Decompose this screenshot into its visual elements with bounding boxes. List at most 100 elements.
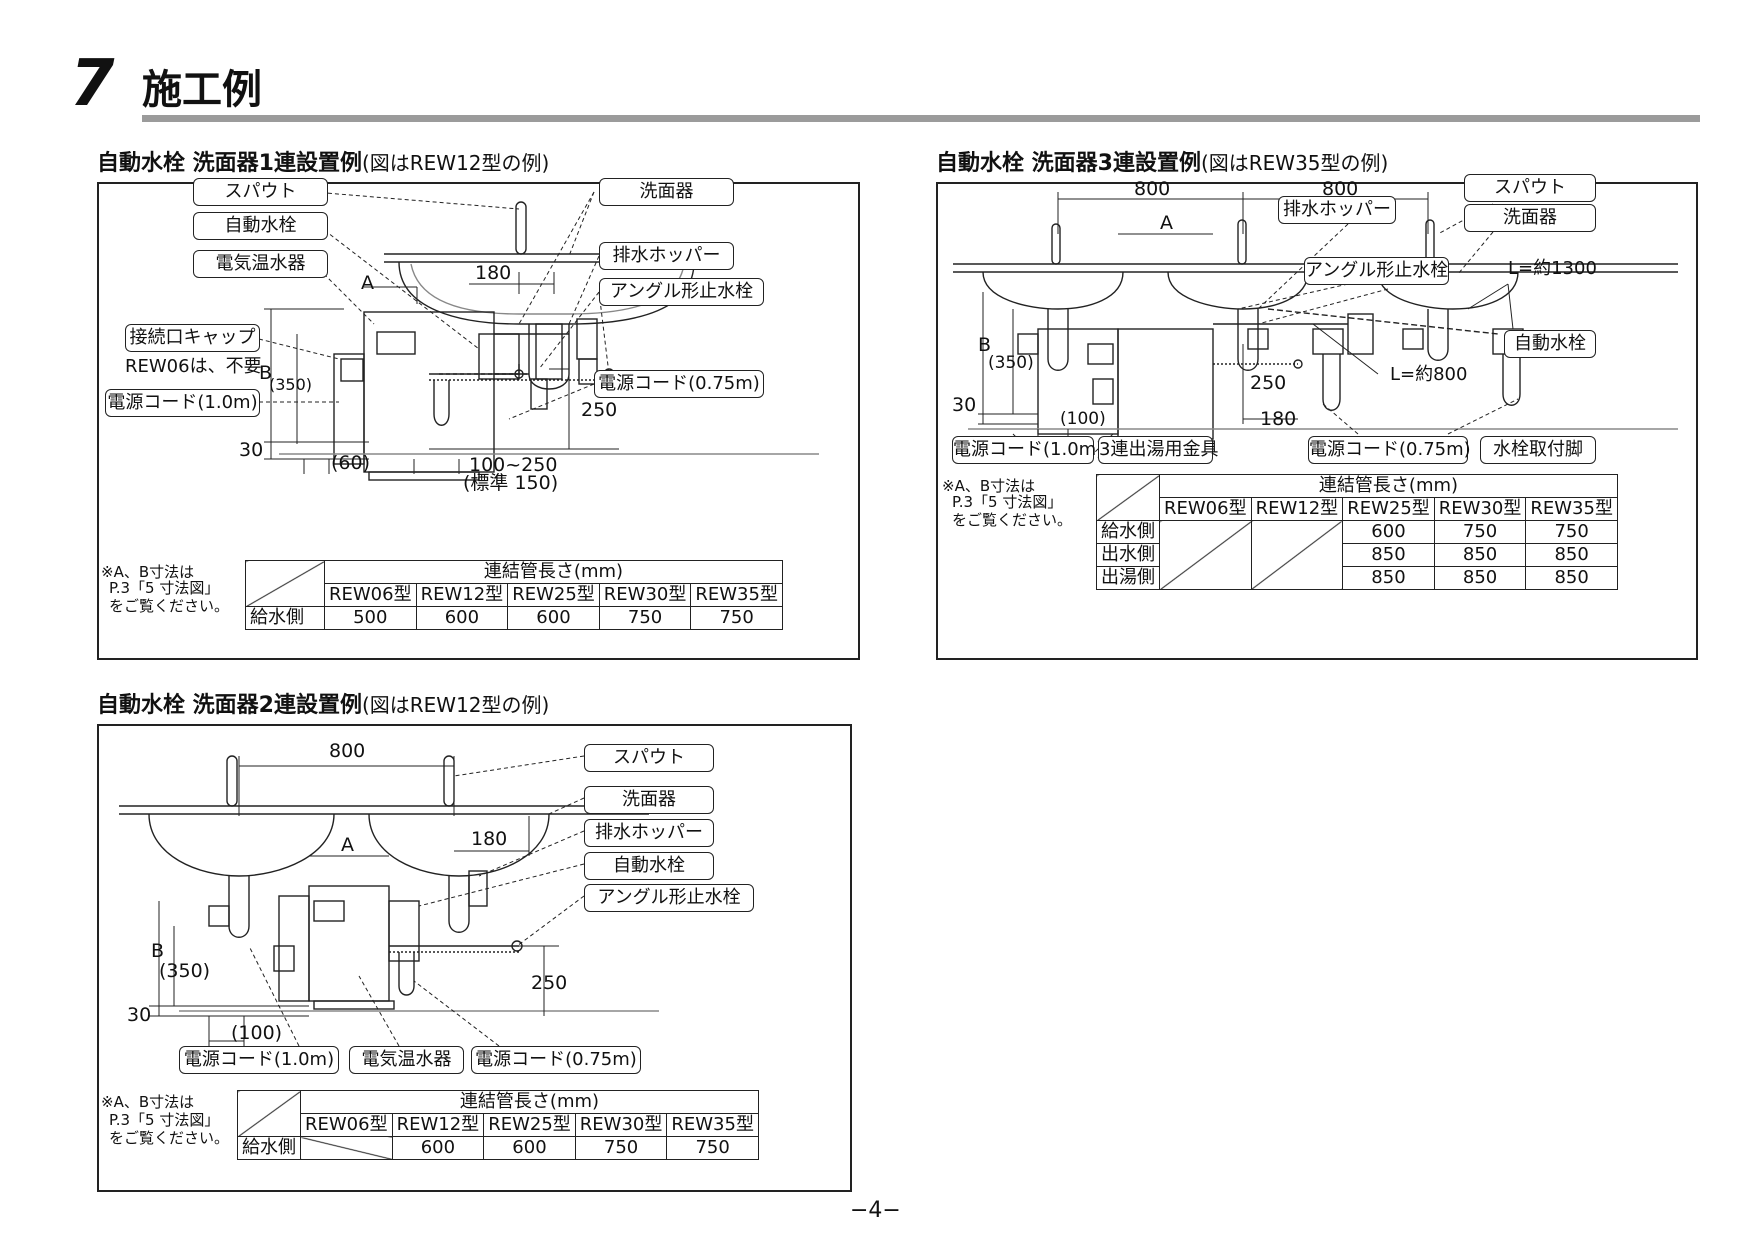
dim-800-right: 800 [1322, 178, 1359, 200]
row-supply: 給水側 [237, 1136, 301, 1160]
model-rew35: REW35型 [666, 1113, 759, 1137]
label-basin: 洗面器 [599, 178, 734, 206]
model-rew06: REW06型 [300, 1113, 393, 1137]
table-header: 連結管長さ(mm) [324, 560, 783, 584]
model-rew12: REW12型 [415, 583, 509, 607]
table-header: 連結管長さ(mm) [300, 1090, 759, 1114]
cell: 850 [1433, 566, 1527, 590]
row-supply: 給水側 [245, 606, 325, 630]
label-basin: 洗面器 [1464, 204, 1596, 232]
dim-180: 180 [475, 262, 512, 284]
model-rew30: REW30型 [598, 583, 692, 607]
model-rew06: REW06型 [324, 583, 417, 607]
row-supply: 給水側 [1096, 520, 1160, 544]
dim-a: A [361, 272, 374, 294]
label-faucet-leg: 水栓取付脚 [1480, 436, 1596, 464]
cell: 750 [690, 606, 783, 630]
dim-60: (60) [331, 452, 371, 474]
example-2-title: 自動水栓 洗面器2連設置例(図はREW12型の例) [97, 692, 549, 719]
model-rew35: REW35型 [690, 583, 783, 607]
cell: 850 [1525, 566, 1618, 590]
example-3-heading: 自動水栓 洗面器3連設置例 [936, 151, 1201, 176]
label-angle-valve: アングル形止水栓 [584, 884, 754, 912]
cell: 500 [324, 606, 417, 630]
cell-not-applicable [1159, 520, 1252, 590]
dim-a: A [341, 834, 354, 856]
example-1-heading: 自動水栓 洗面器1連設置例 [97, 151, 362, 176]
cell: 850 [1342, 543, 1435, 567]
model-rew25: REW25型 [1342, 497, 1435, 521]
example-2-note: (図はREW12型の例) [361, 693, 550, 717]
table-corner [237, 1090, 301, 1137]
dim-180: 180 [471, 828, 508, 850]
section-number: 7 [70, 47, 115, 121]
dim-180: 180 [1260, 408, 1297, 430]
example-2-diagram [119, 755, 659, 1047]
example-1-title: 自動水栓 洗面器1連設置例(図はREW12型の例) [97, 150, 549, 177]
label-connector-cap: 接続口キャップ [125, 324, 260, 352]
table-corner [1096, 474, 1160, 521]
cell: 850 [1525, 543, 1618, 567]
cell: 750 [1525, 520, 1618, 544]
note-line-3: をご覧ください。 [109, 597, 230, 615]
cell: 600 [483, 1136, 576, 1160]
dim-350: (350) [159, 960, 211, 982]
label-basin: 洗面器 [584, 786, 714, 814]
example-2-heading: 自動水栓 洗面器2連設置例 [97, 693, 362, 718]
label-l800: L=約800 [1390, 364, 1468, 385]
section-title: 施工例 [142, 67, 262, 113]
label-power-cord-1m: 電源コード(1.0m) [105, 389, 260, 417]
dim-30: 30 [127, 1004, 152, 1026]
label-l1300: L=約1300 [1508, 258, 1597, 279]
note-line-1: ※A、B寸法は [101, 1093, 195, 1111]
cell-not-applicable [300, 1136, 393, 1160]
dim-b: B [978, 334, 992, 356]
cell: 750 [666, 1136, 759, 1160]
note-line-2: P.3「5 寸法図」 [952, 493, 1063, 511]
page-number: −4− [850, 1198, 901, 1223]
label-water-heater: 電気温水器 [193, 250, 328, 278]
cell: 600 [391, 1136, 485, 1160]
dim-800-left: 800 [1134, 178, 1171, 200]
table-row: 出湯側 850 850 850 [1096, 566, 1618, 590]
header-rule [142, 115, 1700, 122]
dim-250: 250 [1250, 372, 1287, 394]
pipe-length-table-1: 連結管長さ(mm) REW06型 REW12型 REW25型 REW30型 RE… [245, 560, 783, 630]
dim-b: B [151, 940, 165, 962]
table-header: 連結管長さ(mm) [1159, 474, 1618, 498]
dim-800: 800 [329, 740, 366, 762]
dim-30: 30 [952, 394, 977, 416]
model-rew25: REW25型 [507, 583, 600, 607]
dim-100-250: 100~250 [469, 454, 558, 476]
note-line-3: をご覧ください。 [952, 511, 1073, 529]
table-row: 出水側 850 850 850 [1096, 543, 1618, 567]
dim-250: 250 [581, 399, 618, 421]
label-triple-fitting: 3連出湯用金具 [1098, 436, 1218, 464]
dim-100: (100) [1060, 409, 1106, 429]
cell: 750 [598, 606, 692, 630]
cell: 850 [1433, 543, 1527, 567]
label-power-cord-075m: 電源コード(0.75m) [594, 370, 764, 398]
label-angle-valve: アングル形止水栓 [1304, 257, 1449, 285]
example-2-panel: スパウト 洗面器 排水ホッパー 自動水栓 アングル形止水栓 電源コード(1.0m… [97, 724, 852, 1192]
dim-a: A [1160, 212, 1173, 234]
model-rew06: REW06型 [1159, 497, 1252, 521]
dim-standard-150: (標準 150) [463, 472, 559, 494]
label-spout: スパウト [1464, 174, 1596, 202]
label-drain-hopper: 排水ホッパー [1278, 196, 1396, 224]
label-auto-faucet: 自動水栓 [1504, 330, 1596, 358]
example-1-diagram [258, 191, 819, 481]
label-spout: スパウト [193, 178, 328, 206]
note-line-2: P.3「5 寸法図」 [109, 579, 220, 597]
label-rew06-not-needed: REW06は、不要 [125, 356, 262, 377]
dim-250: 250 [531, 972, 568, 994]
row-hot: 出湯側 [1096, 566, 1160, 590]
cell: 600 [507, 606, 600, 630]
table-corner [245, 560, 325, 607]
label-auto-faucet: 自動水栓 [193, 212, 328, 240]
label-spout: スパウト [584, 744, 714, 772]
example-3-panel: スパウト 洗面器 排水ホッパー アングル形止水栓 自動水栓 L=約1300 L=… [936, 174, 1698, 660]
label-drain-hopper: 排水ホッパー [599, 242, 734, 270]
label-power-cord-075m: 電源コード(0.75m) [471, 1046, 641, 1074]
model-rew30: REW30型 [1433, 497, 1527, 521]
